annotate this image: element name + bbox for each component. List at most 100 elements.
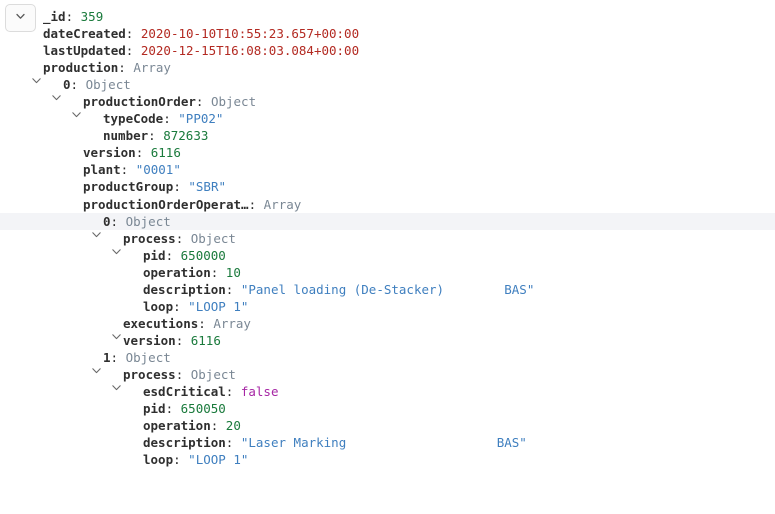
- tree-key: 0: [63, 77, 71, 93]
- tree-row[interactable]: pid: 650050: [0, 400, 775, 417]
- tree-colon: :: [110, 349, 119, 365]
- tree-key: number: [103, 128, 149, 144]
- spacer: [173, 401, 181, 416]
- tree-value-number: 10: [225, 264, 241, 280]
- tree-key: productionOrderOperat…: [83, 196, 249, 212]
- tree-key: esdCritical: [143, 384, 226, 400]
- tree-row[interactable]: productGroup: "SBR": [0, 178, 775, 195]
- tree-row[interactable]: _id: 359: [0, 8, 775, 25]
- tree-colon: :: [165, 401, 174, 417]
- tree-value-type: Object: [125, 349, 171, 365]
- tree-row[interactable]: plant: "0001": [0, 161, 775, 178]
- tree-row[interactable]: number: 872633: [0, 127, 775, 144]
- tree-row[interactable]: loop: "LOOP 1": [0, 298, 775, 315]
- tree-colon: :: [195, 94, 204, 110]
- tree-value-number: 650050: [180, 401, 226, 417]
- tree-colon: :: [135, 145, 144, 161]
- tree-key: dateCreated: [43, 26, 126, 42]
- spacer: [203, 94, 211, 109]
- tree-key: pid: [143, 247, 166, 263]
- tree-key: typeCode: [103, 111, 164, 127]
- spacer: [173, 248, 181, 263]
- tree-value-type: Array: [263, 196, 302, 212]
- tree-row[interactable]: process: Object: [0, 230, 775, 254]
- tree-row[interactable]: esdCritical: false: [0, 383, 775, 400]
- tree-colon: :: [173, 452, 181, 468]
- tree-colon: :: [210, 264, 219, 280]
- tree-row[interactable]: typeCode: "PP02": [0, 110, 775, 127]
- spacer: [143, 145, 151, 160]
- tree-colon: :: [225, 384, 234, 400]
- tree-value-number: 6116: [190, 332, 221, 348]
- tree-row[interactable]: loop: "LOOP 1": [0, 451, 775, 468]
- tree-key: loop: [143, 452, 174, 468]
- tree-value-string: "LOOP 1": [188, 298, 249, 314]
- spacer: [218, 265, 226, 280]
- tree-row[interactable]: executions: Array: [0, 315, 775, 339]
- tree-colon: :: [110, 213, 119, 229]
- tree-row[interactable]: productionOrder: Object: [0, 93, 775, 118]
- spacer: [78, 77, 86, 92]
- tree-key: version: [123, 332, 176, 348]
- tree-row[interactable]: dateCreated: 2020-10-10T10:55:23.657+00:…: [0, 25, 775, 42]
- tree-colon: :: [175, 230, 184, 246]
- tree-value-string: "Laser Marking BAS": [240, 435, 527, 451]
- tree-key: description: [143, 435, 226, 451]
- tree-key: 0: [103, 213, 111, 229]
- tree-row[interactable]: lastUpdated: 2020-12-15T16:08:03.084+00:…: [0, 42, 775, 59]
- tree-row[interactable]: 0: Object: [0, 76, 775, 101]
- tree-value-date: 2020-12-15T16:08:03.084+00:00: [140, 43, 360, 59]
- tree-colon: :: [210, 418, 219, 434]
- tree-colon: :: [148, 128, 156, 144]
- tree-row[interactable]: description: "Panel loading (De-Stacker)…: [0, 281, 775, 298]
- tree-row[interactable]: version: 6116: [0, 332, 775, 349]
- spacer: [128, 162, 136, 177]
- spacer: [233, 384, 241, 399]
- tree-value-string: "Panel loading (De-Stacker) BAS": [240, 281, 535, 297]
- spacer: [218, 418, 226, 433]
- tree-row[interactable]: pid: 650000: [0, 247, 775, 264]
- tree-colon: :: [175, 332, 184, 348]
- tree-value-type: Object: [190, 366, 236, 382]
- spacer: [183, 367, 191, 382]
- tree-colon: :: [125, 26, 134, 42]
- tree-value-type: Object: [85, 77, 131, 93]
- tree-key: process: [123, 366, 176, 382]
- spacer: [118, 350, 126, 365]
- tree-colon: :: [125, 43, 134, 59]
- tree-colon: :: [120, 162, 129, 178]
- tree-key: operation: [143, 418, 211, 434]
- tree-row[interactable]: operation: 20: [0, 417, 775, 434]
- tree-key: production: [43, 60, 119, 76]
- spacer: [183, 231, 191, 246]
- tree-value-type: Object: [210, 94, 257, 110]
- spacer: [73, 9, 81, 24]
- tree-value-type: Array: [133, 60, 171, 76]
- tree-key: loop: [143, 298, 174, 314]
- tree-colon: :: [70, 77, 79, 93]
- spacer: [256, 197, 264, 212]
- tree-colon: :: [173, 298, 181, 314]
- tree-value-bool: false: [240, 384, 279, 400]
- spacer: [118, 214, 126, 229]
- tree-key: description: [143, 281, 226, 297]
- tree-row[interactable]: production: Array: [0, 59, 775, 84]
- collapse-all-button[interactable]: [5, 4, 36, 32]
- spacer: [133, 26, 141, 41]
- tree-row[interactable]: operation: 10: [0, 264, 775, 281]
- tree-row[interactable]: 0: Object: [0, 212, 775, 237]
- tree-row[interactable]: 1: Object: [0, 349, 775, 374]
- tree-colon: :: [248, 196, 257, 212]
- tree-value-type: Array: [213, 315, 251, 331]
- tree-row[interactable]: productionOrderOperat…: Array: [0, 196, 775, 220]
- tree-row[interactable]: process: Object: [0, 366, 775, 391]
- tree-colon: :: [65, 9, 74, 24]
- tree-row[interactable]: version: 6116: [0, 144, 775, 161]
- tree-value-number: 359: [80, 9, 104, 24]
- tree-row[interactable]: description: "Laser Marking BAS": [0, 434, 775, 451]
- tree-value-string: "0001": [135, 162, 181, 178]
- tree-colon: :: [118, 60, 126, 76]
- spacer: [133, 43, 141, 58]
- spacer: [233, 282, 241, 297]
